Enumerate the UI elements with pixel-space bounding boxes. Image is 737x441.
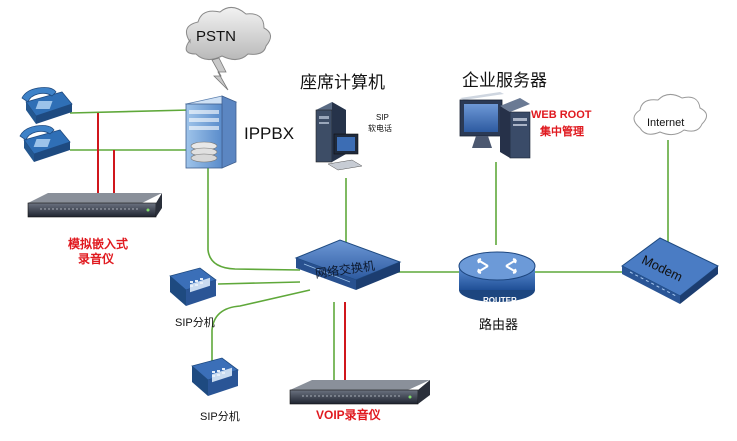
web-root-label-line2: 集中管理	[540, 126, 584, 138]
ippbx-to-switch-line	[207, 168, 301, 271]
ippbx-label: IPPBX	[244, 124, 295, 143]
connection-lines	[69, 109, 669, 383]
analog-recorder-rack-icon	[27, 193, 162, 218]
sipphone2-to-switch-line	[211, 289, 311, 365]
router-icon	[458, 251, 536, 302]
sip-phone-1-icon	[169, 267, 217, 306]
pstn-cloud-icon	[185, 7, 271, 60]
enterprise-server-icon	[459, 92, 531, 159]
recording-tap-lines	[97, 113, 346, 383]
enterprise-server-label: 企业服务器	[462, 71, 547, 90]
web-root-label-line1: WEB ROOT	[531, 109, 592, 121]
sipphone1-to-switch-line	[217, 281, 301, 285]
voip-recorder-label: VOIP录音仪	[316, 408, 381, 422]
sip-softphone-label-line2: 软电话	[368, 124, 392, 133]
phone1-to-ippbx-line	[69, 109, 191, 114]
lightning-bolt-icon	[211, 57, 229, 91]
sip-extension-1-label: SIP分机	[175, 317, 215, 329]
sip-softphone-label-line1: SIP	[376, 113, 389, 122]
voip-recorder-rack-icon	[289, 380, 430, 405]
sip-extension-2-label: SIP分机	[200, 411, 240, 423]
modem-icon	[621, 237, 719, 304]
analog-phone-1-icon	[21, 87, 73, 124]
agent-computer-icon	[315, 102, 363, 171]
sip-phone-2-icon	[191, 357, 239, 396]
pstn-label: PSTN	[196, 28, 237, 45]
router-label: 路由器	[479, 317, 519, 332]
analog-recorder-label-line2: 录音仪	[78, 252, 115, 266]
router-device-text: ROUTER	[483, 296, 517, 305]
agent-pc-label: 座席计算机	[300, 73, 385, 92]
ippbx-server-icon	[184, 95, 238, 169]
analog-phone-2-icon	[19, 125, 71, 162]
internet-label: Internet	[647, 117, 685, 129]
analog-recorder-label-line1: 模拟嵌入式	[68, 237, 129, 251]
network-switch-icon	[294, 239, 402, 290]
internet-cloud-icon	[633, 94, 707, 136]
